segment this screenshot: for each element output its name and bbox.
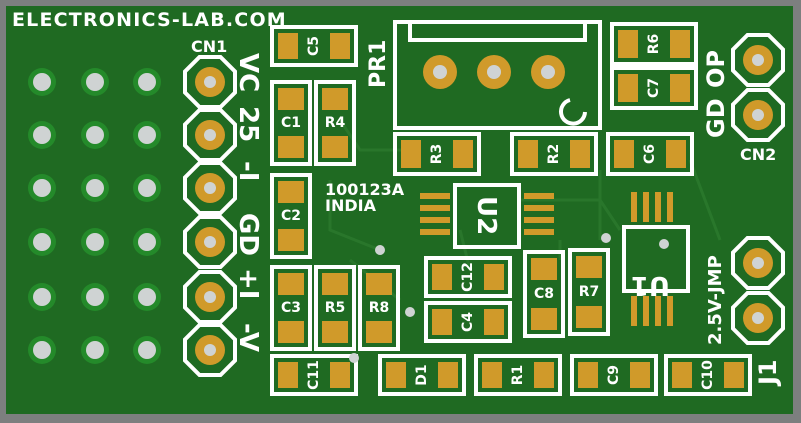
part-d1-label: D1 [414, 364, 430, 385]
part-r2: R2 [510, 132, 598, 176]
cn1-connector: CN1 [183, 37, 237, 377]
pr1-label: PR1 [366, 40, 391, 88]
cn1-pin-label: -V [233, 323, 263, 352]
j1-title: 2.5V-JMP [705, 255, 726, 345]
u1-ic: U1 [622, 192, 690, 326]
cn1-pin-label: VC [233, 53, 263, 92]
part-r6: R6 [610, 22, 698, 66]
part-c9: C9 [570, 354, 658, 396]
part-c10: C10 [664, 354, 752, 396]
board-code-line2: INDIA [325, 196, 377, 215]
board-code-line1: 100123A [325, 180, 405, 199]
proto-hole-grid [28, 68, 161, 364]
cn1-label: CN1 [191, 37, 227, 56]
u2-label: U2 [471, 196, 501, 235]
part-c10-label: C10 [700, 360, 716, 390]
vias [349, 233, 669, 363]
u1-label: U1 [631, 270, 670, 300]
part-c5-label: C5 [306, 36, 322, 56]
part-r3-label: R3 [429, 144, 445, 165]
cn2-pin-op: OP [702, 50, 730, 88]
part-c6-label: C6 [642, 144, 658, 164]
part-c4-label: C4 [460, 312, 476, 332]
part-r3: R3 [393, 132, 481, 176]
part-r5: R5 [314, 265, 356, 351]
cn2-connector: CN2 GD OP [702, 33, 785, 164]
cn1-pin-label: GD [233, 213, 263, 256]
part-r8-label: R8 [369, 300, 390, 316]
part-c2-label: C2 [281, 208, 301, 224]
part-c2: C2 [270, 173, 312, 259]
part-r1-label: R1 [510, 365, 526, 386]
part-c1-label: C1 [281, 115, 301, 131]
cn1-pin-label: 25 [233, 106, 263, 142]
part-r4-label: R4 [325, 115, 346, 131]
part-r8: R8 [358, 265, 400, 351]
part-d1: D1 [378, 354, 466, 396]
pr1-potentiometer: PR1 [366, 20, 602, 130]
j1-label: J1 [754, 359, 782, 387]
site-label: ELECTRONICS-LAB.COM [12, 9, 287, 31]
part-c5: C5 [270, 25, 358, 67]
part-c9-label: C9 [606, 365, 622, 385]
part-r4: R4 [314, 80, 356, 166]
cn1-pin-labels: VC 25 -I GD +I -V [233, 53, 263, 352]
cn2-label: CN2 [740, 145, 776, 164]
part-r7-label: R7 [579, 284, 600, 300]
part-c3: C3 [270, 265, 312, 351]
part-c11: C11 [270, 354, 358, 396]
part-c8-label: C8 [534, 286, 554, 302]
part-c7-label: C7 [646, 78, 662, 98]
part-c7: C7 [610, 66, 698, 110]
cn1-pin-label: +I [233, 268, 263, 299]
part-c12: C12 [424, 256, 512, 298]
part-c4: C4 [424, 301, 512, 343]
part-r7: R7 [568, 248, 610, 336]
j1-jumper: J1 2.5V-JMP [705, 236, 785, 387]
part-c11-label: C11 [306, 360, 322, 390]
part-c3-label: C3 [281, 300, 301, 316]
cn1-pin-label: -I [233, 161, 263, 181]
cn2-pin-gd: GD [702, 98, 730, 138]
part-r6-label: R6 [646, 34, 662, 55]
part-c1: C1 [270, 80, 312, 166]
u2-ic: U2 [420, 183, 554, 249]
part-c12-label: C12 [460, 262, 476, 292]
part-r2-label: R2 [546, 144, 562, 165]
part-r5-label: R5 [325, 300, 346, 316]
part-c6: C6 [606, 132, 694, 176]
part-c8: C8 [523, 250, 565, 338]
part-r1: R1 [474, 354, 562, 396]
